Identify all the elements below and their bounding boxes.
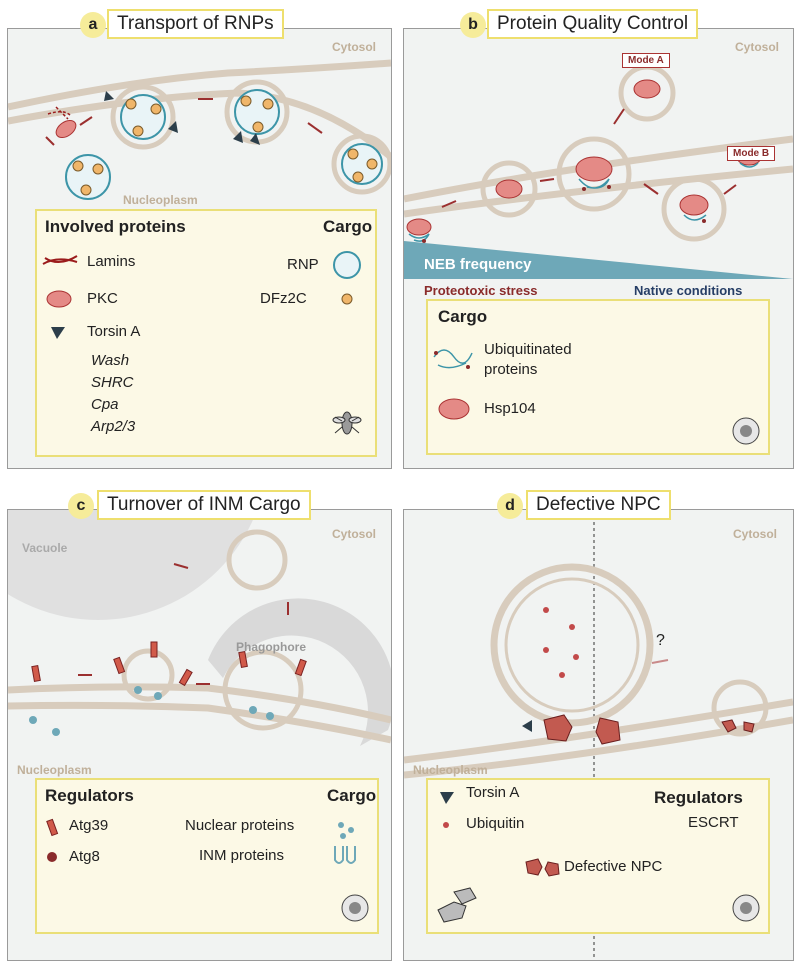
torsin-label: Torsin A — [466, 784, 520, 801]
yeast-icon — [341, 894, 369, 922]
panel-b-badge: b — [460, 12, 486, 38]
cytosol-label: Cytosol — [735, 40, 780, 54]
panel-a-badge: a — [80, 12, 106, 38]
cytosol-label: Cytosol — [332, 527, 377, 541]
panel-d-badge: d — [497, 493, 523, 519]
panel-a-diagram — [8, 59, 391, 200]
legend-a-icons — [42, 251, 362, 435]
legend-c-icons — [46, 818, 369, 922]
torsin-icon — [51, 327, 65, 339]
pkc-icon — [46, 290, 72, 308]
arp-label: Arp2/3 — [91, 418, 136, 435]
atg8-label: Atg8 — [69, 848, 100, 865]
cargo-box: Cargo Ubiquitinated proteins Hsp104 — [426, 299, 770, 455]
proteotoxic-stress-label: Proteotoxic stress — [424, 283, 538, 298]
panel-c-title: Turnover of INM Cargo — [97, 490, 311, 520]
pkc-label: PKC — [87, 290, 118, 307]
neb-frequency-label: NEB frequency — [424, 256, 532, 273]
cpa-label: Cpa — [91, 396, 119, 413]
panel-a-title: Transport of RNPs — [107, 9, 284, 39]
ubiquitinated-label-line1: Ubiquitinated — [484, 341, 572, 358]
panel-c-diagram — [8, 510, 391, 746]
cargo-heading: Cargo — [323, 217, 373, 236]
vacuole-label: Vacuole — [22, 541, 68, 555]
panel-d-title: Defective NPC — [526, 490, 671, 520]
hsp104-label: Hsp104 — [484, 400, 536, 417]
defective-npc-icon — [525, 858, 560, 877]
panel-b-title: Protein Quality Control — [487, 9, 699, 39]
nucleoplasm-label: Nucleoplasm — [17, 763, 92, 777]
torsin-icon — [440, 792, 454, 804]
panel-d: Cytosol ? Nucleoplasm Torsin A Ubiquitin… — [403, 509, 794, 961]
regulators-box: Torsin A Ubiquitin Regulators ESCRT Defe… — [426, 778, 770, 934]
lamins-icon — [42, 255, 78, 265]
legend-b-icons — [433, 349, 760, 445]
regulators-heading: Regulators — [654, 788, 743, 807]
native-conditions-label: Native conditions — [634, 283, 743, 298]
ubiquitinated-protein-icon — [433, 349, 473, 369]
nuclear-protein-icon — [338, 822, 354, 839]
yeast-icon — [732, 417, 760, 445]
fly-icon — [332, 411, 362, 435]
ubiquitinated-label-line2: proteins — [484, 361, 538, 378]
nucleoplasm-label: Nucleoplasm — [123, 193, 198, 207]
inm-proteins-label: INM proteins — [199, 847, 285, 864]
inm-protein-icon — [334, 846, 356, 864]
panel-a: Cytosol Nucleoplasm Involved proteins Ca… — [7, 28, 392, 469]
atg8-icon — [47, 852, 57, 862]
escrt-label: ESCRT — [688, 814, 739, 831]
panel-c: Vacuole Cytosol Phagophore Nucleoplasm R… — [7, 509, 392, 961]
cells-icon — [437, 887, 477, 923]
rnp-label: RNP — [287, 256, 319, 273]
involved-proteins-box: Involved proteins Cargo Lamins PKC Torsi… — [35, 209, 377, 457]
panel-c-badge: c — [68, 493, 94, 519]
ubiquitin-label: Ubiquitin — [466, 815, 525, 832]
nucleoplasm-label: Nucleoplasm — [413, 763, 488, 777]
phagophore-label: Phagophore — [236, 640, 307, 654]
mode-b-label: Mode B — [727, 146, 776, 161]
dfz2c-label: DFz2C — [260, 290, 307, 307]
atg39-icon — [46, 818, 59, 837]
regulators-heading: Regulators — [45, 786, 134, 805]
cytosol-label: Cytosol — [733, 527, 778, 541]
yeast-icon — [732, 894, 760, 922]
cargo-heading: Cargo — [327, 786, 377, 805]
mode-a-label: Mode A — [622, 53, 670, 68]
dfz2c-icon — [341, 293, 353, 305]
involved-proteins-heading: Involved proteins — [45, 217, 186, 236]
regulators-cargo-box: Regulators Cargo Atg39 Atg8 Nuclear prot… — [35, 778, 379, 934]
legend-d-icons — [437, 792, 760, 923]
rnp-icon — [333, 251, 361, 279]
ubiquitin-icon — [443, 822, 449, 828]
torsin-label: Torsin A — [87, 323, 141, 340]
panel-b: Cytosol Mode A Mode B NEB frequency Prot… — [403, 28, 794, 469]
lamins-label: Lamins — [87, 253, 136, 270]
cargo-heading: Cargo — [438, 307, 488, 326]
question-mark: ? — [656, 632, 665, 649]
vacuole-shape — [8, 510, 258, 620]
defective-npc-label: Defective NPC — [564, 858, 663, 875]
atg39-label: Atg39 — [69, 817, 109, 834]
nuclear-proteins-label: Nuclear proteins — [185, 817, 295, 834]
panel-b-diagram — [404, 64, 793, 279]
wash-label: Wash — [91, 352, 130, 369]
cytosol-label: Cytosol — [332, 40, 377, 54]
shrc-label: SHRC — [91, 374, 134, 391]
hsp104-icon — [438, 398, 470, 420]
panel-d-diagram — [404, 510, 793, 960]
